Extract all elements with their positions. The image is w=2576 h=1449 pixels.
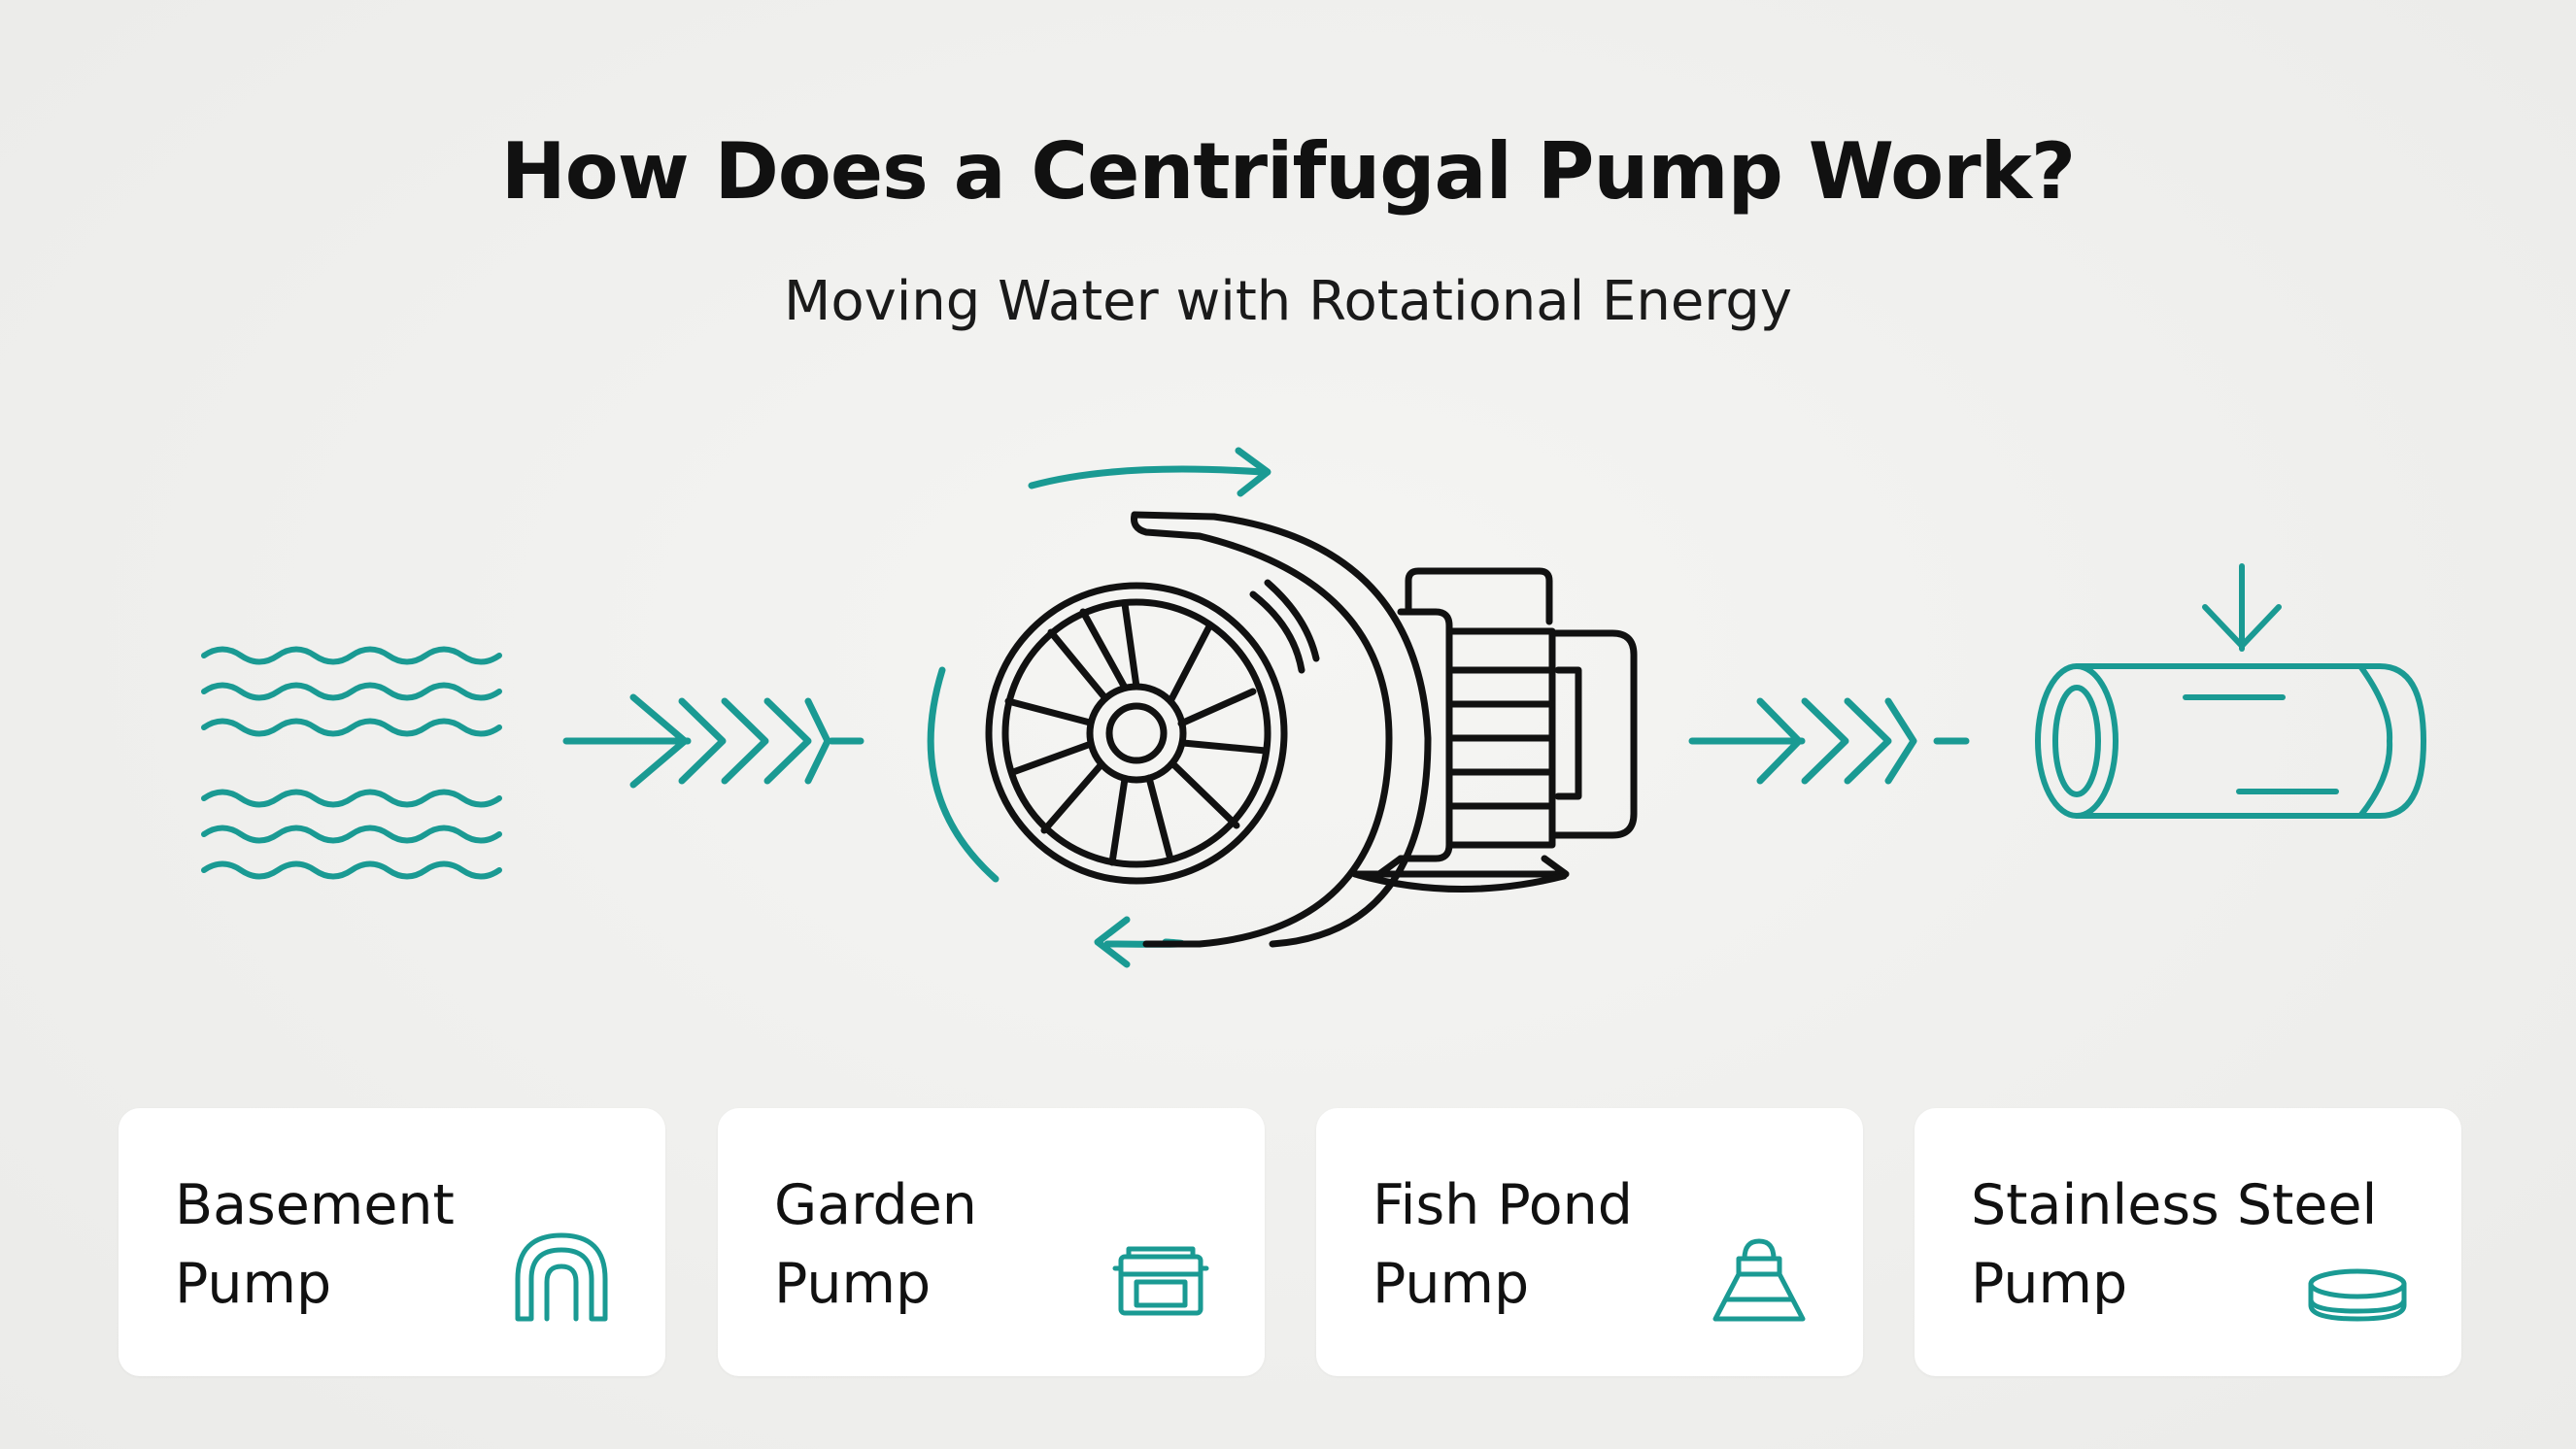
card-stainless-steel-pump[interactable]: Stainless Steel Pump <box>1915 1108 2461 1376</box>
flow-out-arrows-icon <box>1688 697 1970 785</box>
steel-disc-icon <box>2308 1268 2407 1322</box>
card-label-line2: Pump <box>774 1252 932 1316</box>
card-label-line1: Fish Pond <box>1373 1173 1633 1237</box>
card-label-line1: Basement <box>175 1173 455 1237</box>
rotation-arrows-icon <box>927 447 1271 968</box>
water-waves-icon <box>201 646 502 880</box>
flow-in-arrows-icon <box>562 693 864 789</box>
card-label: Garden Pump <box>774 1166 1202 1324</box>
centrifugal-pump-icon <box>985 511 1638 948</box>
pond-fountain-icon <box>1712 1238 1806 1322</box>
planter-box-icon <box>1112 1246 1209 1316</box>
card-label-line2: Pump <box>1373 1252 1530 1316</box>
card-fish-pond-pump[interactable]: Fish Pond Pump <box>1316 1108 1863 1376</box>
card-label-line1: Stainless Steel <box>1971 1173 2378 1237</box>
card-garden-pump[interactable]: Garden Pump <box>718 1108 1265 1376</box>
card-label: Stainless Steel Pump <box>1971 1166 2398 1324</box>
card-basement-pump[interactable]: Basement Pump <box>119 1108 665 1376</box>
card-label-line1: Garden <box>774 1173 977 1237</box>
card-label: Basement Pump <box>175 1166 602 1324</box>
page-subtitle: Moving Water with Rotational Energy <box>784 270 1792 333</box>
pipe-icon <box>2035 563 2426 819</box>
page-title: How Does a Centrifugal Pump Work? <box>500 126 2076 217</box>
card-label-line2: Pump <box>1971 1252 2128 1316</box>
card-label-line2: Pump <box>175 1252 332 1316</box>
arch-icon <box>515 1232 608 1322</box>
card-label: Fish Pond Pump <box>1373 1166 1800 1324</box>
